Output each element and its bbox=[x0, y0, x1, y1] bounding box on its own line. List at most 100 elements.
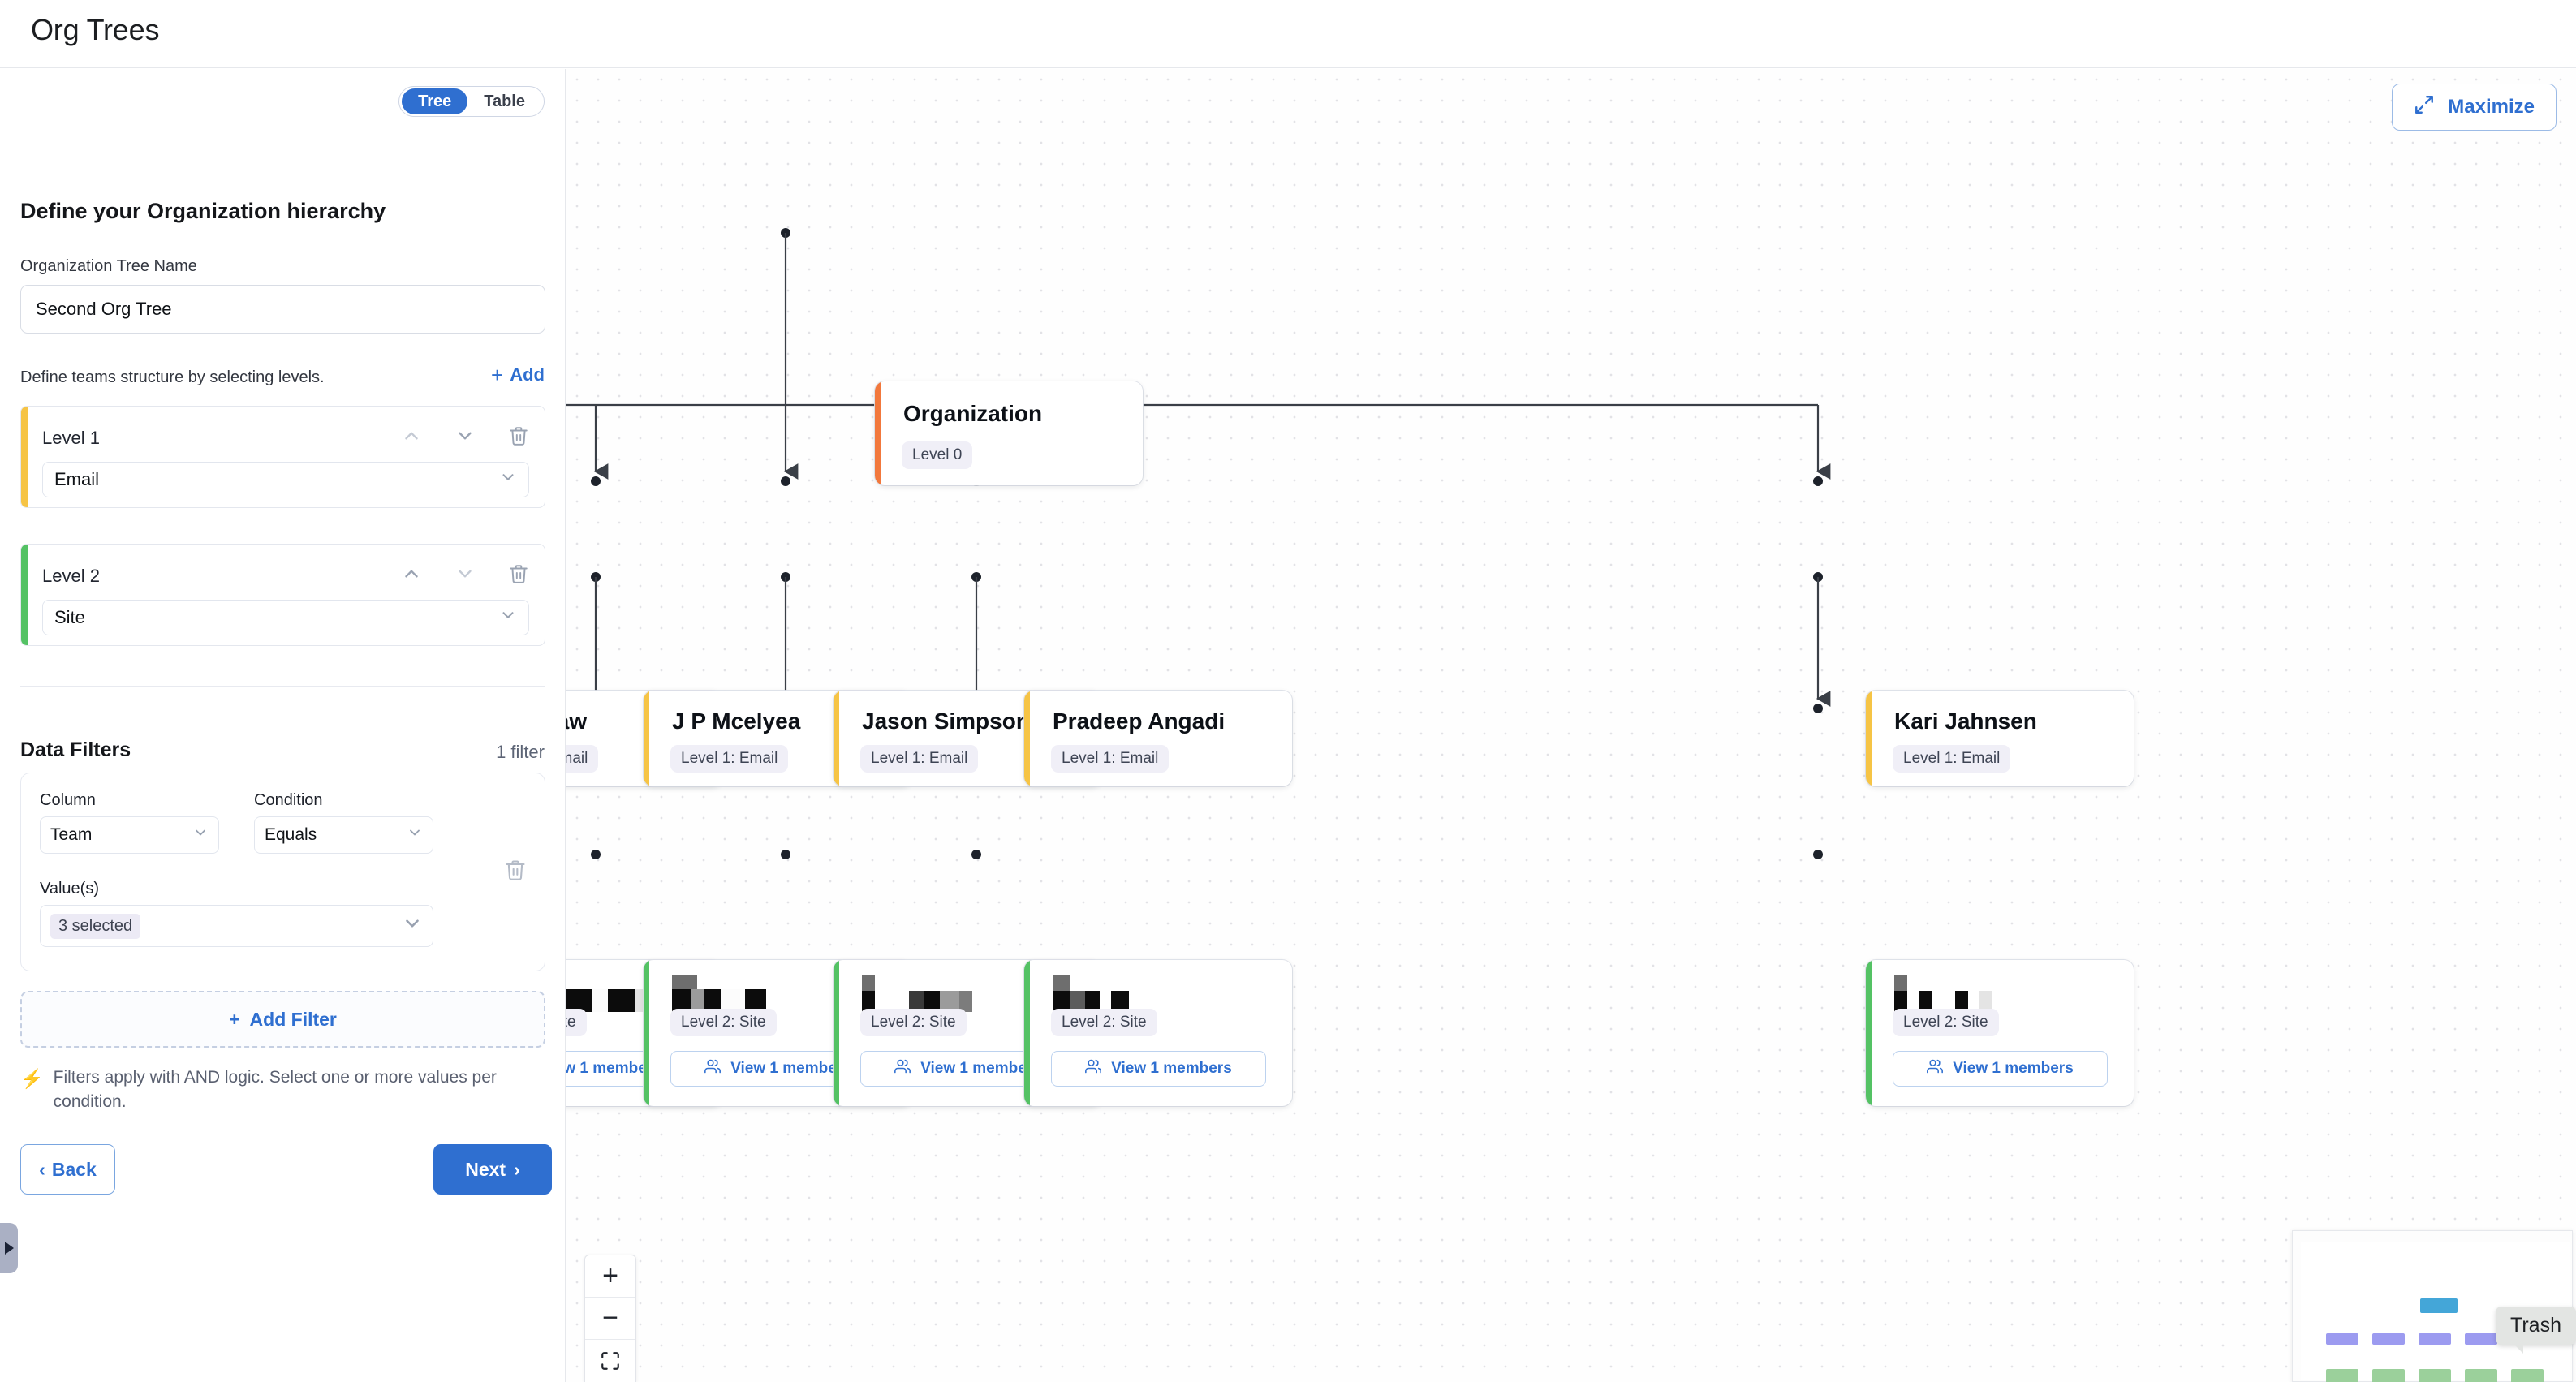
chevron-down-icon bbox=[192, 824, 209, 846]
plus-icon: + bbox=[491, 363, 504, 387]
node-title: Judy Saw bbox=[566, 708, 588, 734]
level-1-field-select[interactable]: Email bbox=[42, 462, 529, 497]
next-button[interactable]: Next › bbox=[433, 1144, 552, 1195]
org-tree-canvas[interactable]: Maximize bbox=[566, 69, 2576, 1382]
move-down-icon[interactable] bbox=[454, 424, 476, 447]
tree-name-input[interactable] bbox=[20, 285, 545, 334]
triangle-right-icon bbox=[4, 1242, 14, 1255]
panel-heading: Define your Organization hierarchy bbox=[20, 199, 386, 223]
node-title: Pradeep Angadi bbox=[1053, 708, 1226, 734]
members-icon bbox=[1085, 1058, 1102, 1079]
view-members-label: View 1 members bbox=[1111, 1060, 1232, 1077]
level-2-field-value: Site bbox=[54, 607, 85, 627]
node-level-badge: Level 0 bbox=[902, 441, 973, 469]
maximize-button[interactable]: Maximize bbox=[2392, 84, 2557, 131]
view-mode-toggle[interactable]: Tree Table bbox=[398, 86, 545, 117]
node-level-badge: Level 1: Email bbox=[1893, 745, 2011, 773]
chevron-down-icon bbox=[499, 606, 517, 629]
panel-collapse-handle[interactable] bbox=[0, 1223, 18, 1273]
back-button[interactable]: ‹ Back bbox=[20, 1144, 115, 1195]
fit-view-button[interactable] bbox=[585, 1340, 635, 1382]
toggle-option-tree[interactable]: Tree bbox=[402, 88, 468, 114]
tree-node-root[interactable]: Organization Level 0 bbox=[875, 381, 1143, 485]
tree-node-level2-3[interactable]: Level 2: Site View 1 members bbox=[1024, 960, 1292, 1106]
level-card-1[interactable]: Level 1 Email bbox=[20, 406, 545, 508]
minimap-node-level1 bbox=[2326, 1333, 2358, 1345]
filter-values-select[interactable]: 3 selected bbox=[40, 905, 433, 947]
node-level-badge: Level 2: Site bbox=[566, 1009, 587, 1036]
filter-column-value: Team bbox=[50, 825, 93, 844]
left-configuration-panel: Tree Table Define your Organization hier… bbox=[0, 69, 566, 1382]
node-level-badge: Level 2: Site bbox=[670, 1009, 777, 1036]
move-up-icon[interactable] bbox=[400, 562, 423, 585]
data-filters-title: Data Filters bbox=[20, 738, 131, 761]
minimap-node-level1 bbox=[2419, 1333, 2451, 1345]
members-icon bbox=[704, 1058, 722, 1079]
node-title: Kari Jahnsen bbox=[1894, 708, 2037, 734]
level-2-field-select[interactable]: Site bbox=[42, 600, 529, 635]
level-2-actions bbox=[400, 562, 530, 585]
filter-column-select[interactable]: Team bbox=[40, 816, 219, 854]
filter-condition-label: Condition bbox=[254, 791, 323, 809]
node-level-badge: Level 1: Email bbox=[860, 745, 979, 773]
node-accent-bar bbox=[1866, 691, 1872, 786]
node-level-badge: Level 2: Site bbox=[1051, 1009, 1157, 1036]
maximize-label: Maximize bbox=[2448, 96, 2535, 118]
minimap-node-level1 bbox=[2372, 1333, 2405, 1345]
view-members-label: View 1 members bbox=[920, 1060, 1041, 1077]
node-accent-bar bbox=[1024, 691, 1030, 786]
delete-filter-icon[interactable] bbox=[504, 859, 527, 885]
tree-node-level1-3[interactable]: Pradeep Angadi Level 1: Email bbox=[1024, 691, 1292, 786]
canvas-minimap[interactable] bbox=[2292, 1230, 2573, 1382]
tree-node-level2-4[interactable]: Level 2: Site View 1 members bbox=[1866, 960, 2134, 1106]
filters-hint: ⚡ Filters apply with AND logic. Select o… bbox=[20, 1066, 540, 1115]
add-level-button[interactable]: + Add bbox=[491, 364, 545, 385]
add-level-label: Add bbox=[510, 364, 545, 385]
zoom-in-button[interactable]: + bbox=[585, 1255, 635, 1298]
minimap-node-root bbox=[2420, 1298, 2458, 1313]
node-title: Organization bbox=[903, 401, 1043, 426]
level-1-field-value: Email bbox=[54, 469, 100, 489]
move-down-icon[interactable] bbox=[454, 562, 476, 585]
minimap-node-level2 bbox=[2372, 1369, 2405, 1382]
view-members-label: View 1 members bbox=[1953, 1060, 2074, 1077]
levels-hint-text: Define teams structure by selecting leve… bbox=[20, 368, 325, 386]
view-members-button[interactable]: View 1 members bbox=[1893, 1051, 2108, 1087]
delete-level-icon[interactable] bbox=[507, 424, 530, 447]
level-1-accent-bar bbox=[21, 407, 28, 507]
zoom-controls[interactable]: + − bbox=[584, 1255, 636, 1382]
filters-hint-text: Filters apply with AND logic. Select one… bbox=[53, 1068, 497, 1112]
zoom-out-button[interactable]: − bbox=[585, 1298, 635, 1340]
add-filter-button[interactable]: + Add Filter bbox=[20, 991, 545, 1048]
view-members-button[interactable]: View 1 members bbox=[1051, 1051, 1266, 1087]
node-accent-bar bbox=[834, 960, 839, 1106]
node-accent-bar bbox=[1024, 960, 1030, 1106]
filter-condition-select[interactable]: Equals bbox=[254, 816, 433, 854]
minimap-node-level1 bbox=[2465, 1333, 2497, 1345]
chevron-down-icon bbox=[407, 824, 423, 846]
node-level-badge: Level 1: Email bbox=[670, 745, 789, 773]
level-card-2[interactable]: Level 2 Site bbox=[20, 544, 545, 646]
filters-count: 1 filter bbox=[496, 742, 545, 762]
filter-values-label: Value(s) bbox=[40, 880, 99, 898]
maximize-icon bbox=[2414, 94, 2435, 121]
node-title: J P Mcelyea bbox=[672, 708, 801, 734]
chevron-left-icon: ‹ bbox=[39, 1158, 45, 1180]
delete-level-icon[interactable] bbox=[507, 562, 530, 585]
toggle-option-table[interactable]: Table bbox=[484, 93, 525, 110]
level-2-accent-bar bbox=[21, 545, 28, 645]
chevron-down-icon bbox=[402, 913, 423, 939]
chevron-right-icon: › bbox=[514, 1158, 520, 1180]
node-level-badge: Level 1: Email bbox=[566, 745, 599, 773]
add-filter-label: Add Filter bbox=[249, 1008, 337, 1030]
view-members-label: View 1 members bbox=[566, 1060, 661, 1077]
lightning-icon: ⚡ bbox=[20, 1068, 44, 1089]
move-up-icon[interactable] bbox=[400, 424, 423, 447]
tree-node-level1-4[interactable]: Kari Jahnsen Level 1: Email bbox=[1866, 691, 2134, 786]
minimap-node-level2 bbox=[2326, 1369, 2358, 1382]
filter-column-label: Column bbox=[40, 791, 96, 809]
trash-tooltip: Trash bbox=[2496, 1307, 2576, 1354]
filter-condition-value: Equals bbox=[265, 825, 317, 844]
level-1-name: Level 1 bbox=[42, 428, 100, 448]
node-level-badge: Level 2: Site bbox=[1893, 1009, 1999, 1036]
